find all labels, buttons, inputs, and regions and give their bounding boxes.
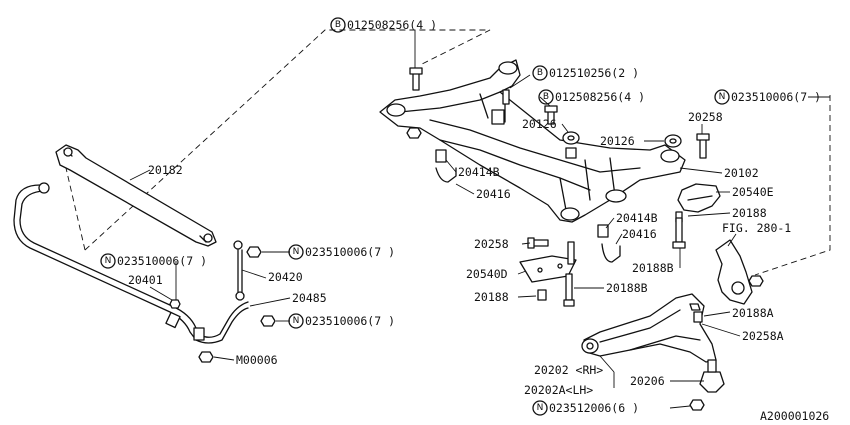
label-20258-left: 20258 (474, 237, 509, 251)
crossmember-bolts (406, 67, 710, 159)
circle-n-top (714, 89, 730, 105)
circle-b-3 (538, 89, 554, 105)
circle-n-left-letter: N (105, 256, 112, 266)
label-20414B-b: 20414B (616, 211, 658, 225)
circle-n-left (100, 253, 116, 269)
stabilizer-bar-20401 (13, 182, 249, 344)
circle-n-link-bottom-letter: N (293, 316, 300, 326)
lower-arm-20202 (581, 293, 717, 363)
label-20258A: 20258A (742, 329, 784, 343)
label-20102: 20102 (724, 166, 759, 180)
link-nuts (169, 246, 276, 363)
label-20202-rh: 20202 <RH> (534, 363, 603, 377)
label-fig-ref: FIG. 280-1 (722, 221, 791, 235)
leader-lines (129, 30, 830, 409)
circle-n-top-letter: N (719, 92, 726, 102)
label-20258-top: 20258 (688, 110, 723, 124)
circle-b-3-letter: B (543, 92, 549, 102)
label-20126-b: 20126 (600, 134, 635, 148)
label-M00006: M00006 (236, 353, 278, 367)
circle-n-link-top-letter: N (293, 247, 300, 257)
circle-n-link-bottom (288, 313, 304, 329)
circle-b-2 (532, 65, 548, 81)
part-labels: 012508256(4 ) 012510256(2 ) 012508256(4 … (117, 18, 829, 423)
label-20414B-a: 20414B (458, 165, 500, 179)
label-20540D: 20540D (466, 267, 508, 281)
circle-n-arm-letter: N (537, 403, 544, 413)
label-n-nut-left: 023510006(7 ) (117, 254, 207, 268)
dashed-reference-lines (65, 29, 831, 276)
label-20206: 20206 (630, 374, 665, 388)
label-20188A: 20188A (732, 306, 774, 320)
circle-b-2-letter: B (537, 68, 543, 78)
label-20188B-a: 20188B (632, 261, 674, 275)
label-b-bolt-3: 012508256(4 ) (555, 90, 645, 104)
page-code: A200001026 (760, 409, 829, 423)
label-20485: 20485 (292, 291, 327, 305)
label-n-nut-top: 023510006(7 ) (731, 90, 821, 104)
label-20540E: 20540E (732, 185, 774, 199)
crossmember-20102 (379, 59, 686, 223)
bracket-20540D (519, 255, 577, 283)
steering-knuckle (715, 239, 764, 305)
label-20416-b: 20416 (622, 227, 657, 241)
stabilizer-bar-20182 (55, 144, 217, 247)
circle-b-1-letter: B (335, 20, 341, 30)
label-20188-left: 20188 (474, 290, 509, 304)
circle-b-1 (330, 17, 346, 33)
label-20416-a: 20416 (476, 187, 511, 201)
circle-n-link-top (288, 244, 304, 260)
label-20188-right: 20188 (732, 206, 767, 220)
lower-bolts (527, 217, 686, 307)
label-20182: 20182 (148, 163, 183, 177)
stabilizer-clamps (435, 149, 621, 263)
label-b-bolt-1: 012508256(4 ) (347, 18, 437, 32)
bushing-20126 (562, 131, 682, 159)
circled-letter-markers: B B B N N N N N (100, 17, 730, 416)
bracket-20540E (675, 183, 721, 223)
label-20202A-lh: 20202A<LH> (524, 383, 593, 397)
label-20126-a: 20126 (522, 117, 557, 131)
circle-n-arm (532, 400, 548, 416)
ball-joint-20206 (689, 359, 725, 411)
label-20401: 20401 (128, 273, 163, 287)
label-20188B-b: 20188B (606, 281, 648, 295)
label-b-bolt-2: 012510256(2 ) (549, 66, 639, 80)
label-n-nut-link-bottom: 023510006(7 ) (305, 314, 395, 328)
label-n-nut-link-top: 023510006(7 ) (305, 245, 395, 259)
stabilizer-link-20420 (233, 240, 245, 301)
label-n-nut-arm: 023512006(6 ) (549, 401, 639, 415)
label-20420: 20420 (268, 270, 303, 284)
